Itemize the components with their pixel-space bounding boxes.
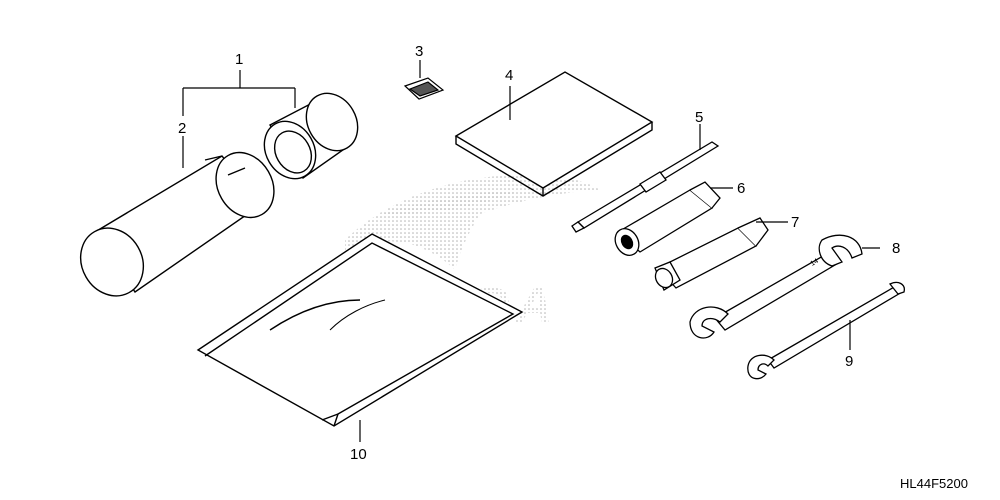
wrench-8-size-label: 14: [810, 258, 820, 268]
part-5-screwdriver: [571, 141, 720, 233]
callout-6: 6: [737, 180, 745, 197]
part-7-socket-wrench: [654, 217, 769, 291]
part-6-screwdriver-handle: [614, 181, 721, 256]
part-2-tool-tube: [79, 151, 275, 297]
callout-9: 9: [845, 353, 853, 370]
part-9-wrench-10: [747, 281, 905, 380]
honda-wing-logo: [345, 174, 600, 270]
part-3-small-plate: [403, 77, 445, 100]
callout-4: 4: [505, 67, 513, 84]
callout-7: 7: [791, 214, 799, 231]
part-4-owners-manual: [454, 71, 654, 197]
callout-2: 2: [178, 120, 186, 137]
part-10-tool-bag: [196, 233, 524, 427]
callout-1: 1: [235, 51, 243, 68]
part-8-wrench-14: 14: [689, 234, 863, 339]
callout-5: 5: [695, 109, 703, 126]
callout-10: 10: [350, 446, 367, 463]
callout-3: 3: [415, 43, 423, 60]
callout-leaders: [182, 60, 880, 442]
part-1-tube-cap: [263, 92, 359, 180]
callout-numbers: 1 2 3 4 5 6 7 8 9 10: [178, 43, 900, 463]
callout-8: 8: [892, 240, 900, 257]
diagram-code: HL44F5200: [900, 476, 968, 491]
